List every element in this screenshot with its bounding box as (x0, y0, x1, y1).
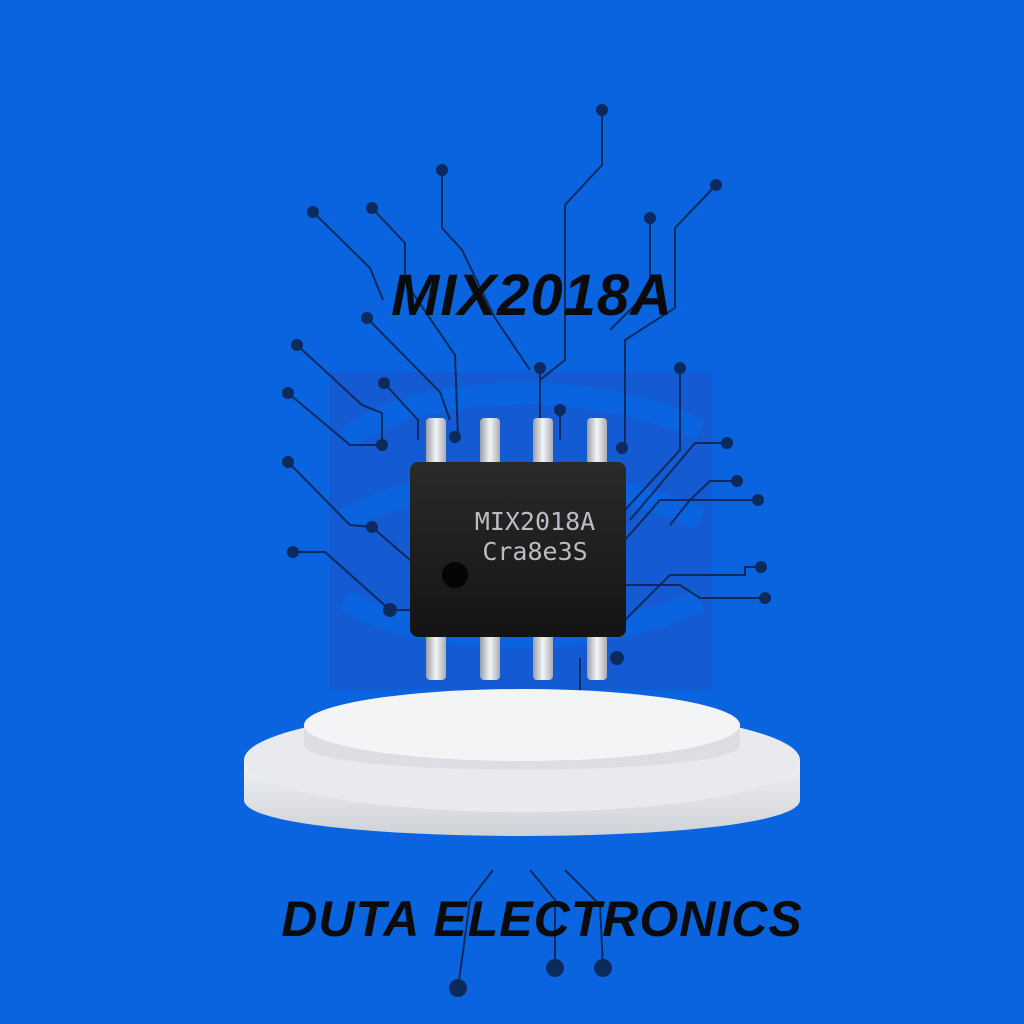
circuit-traces (287, 110, 765, 989)
ic-chip: MIX2018A Cra8e3S (410, 418, 626, 680)
display-pedestal (244, 689, 800, 836)
product-title: MIX2018A (390, 263, 674, 328)
chip-pin1-dot (442, 562, 468, 588)
brand-name: DUTA ELECTRONICS (281, 891, 803, 947)
chip-marking-line1: MIX2018A (475, 507, 595, 536)
circuit-nodes (282, 104, 771, 997)
chip-pins-bottom (426, 628, 607, 680)
chip-pins-top (426, 418, 607, 468)
chip-body (410, 462, 626, 637)
chip-marking-line2: Cra8e3S (482, 537, 587, 566)
